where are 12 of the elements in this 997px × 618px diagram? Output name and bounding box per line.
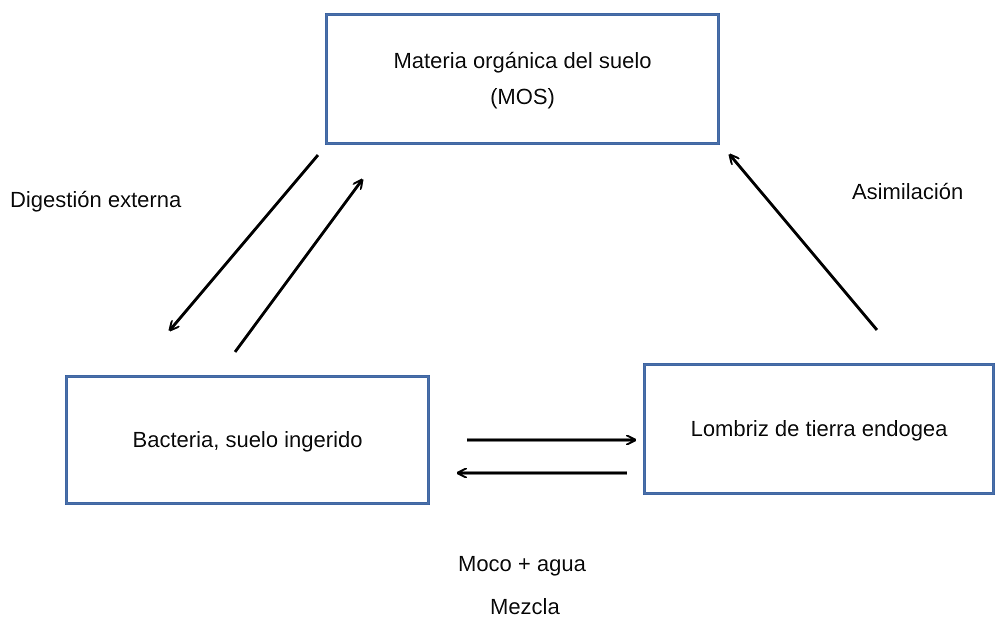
arrow: [168, 154, 320, 332]
arrow: [234, 178, 364, 353]
process-box: Materia orgánica del suelo (MOS): [325, 13, 720, 145]
arrow: [728, 153, 878, 331]
annotation-text: Asimilación: [852, 178, 964, 206]
annotation-text: Mezcla: [490, 593, 560, 618]
annotation-text: Moco + agua: [458, 550, 586, 578]
arrow: [456, 467, 627, 479]
process-box: Lombriz de tierra endogea: [643, 363, 995, 495]
process-box: Bacteria, suelo ingerido: [65, 375, 430, 505]
arrow: [467, 434, 637, 446]
annotation-text: Digestión externa: [10, 186, 182, 214]
